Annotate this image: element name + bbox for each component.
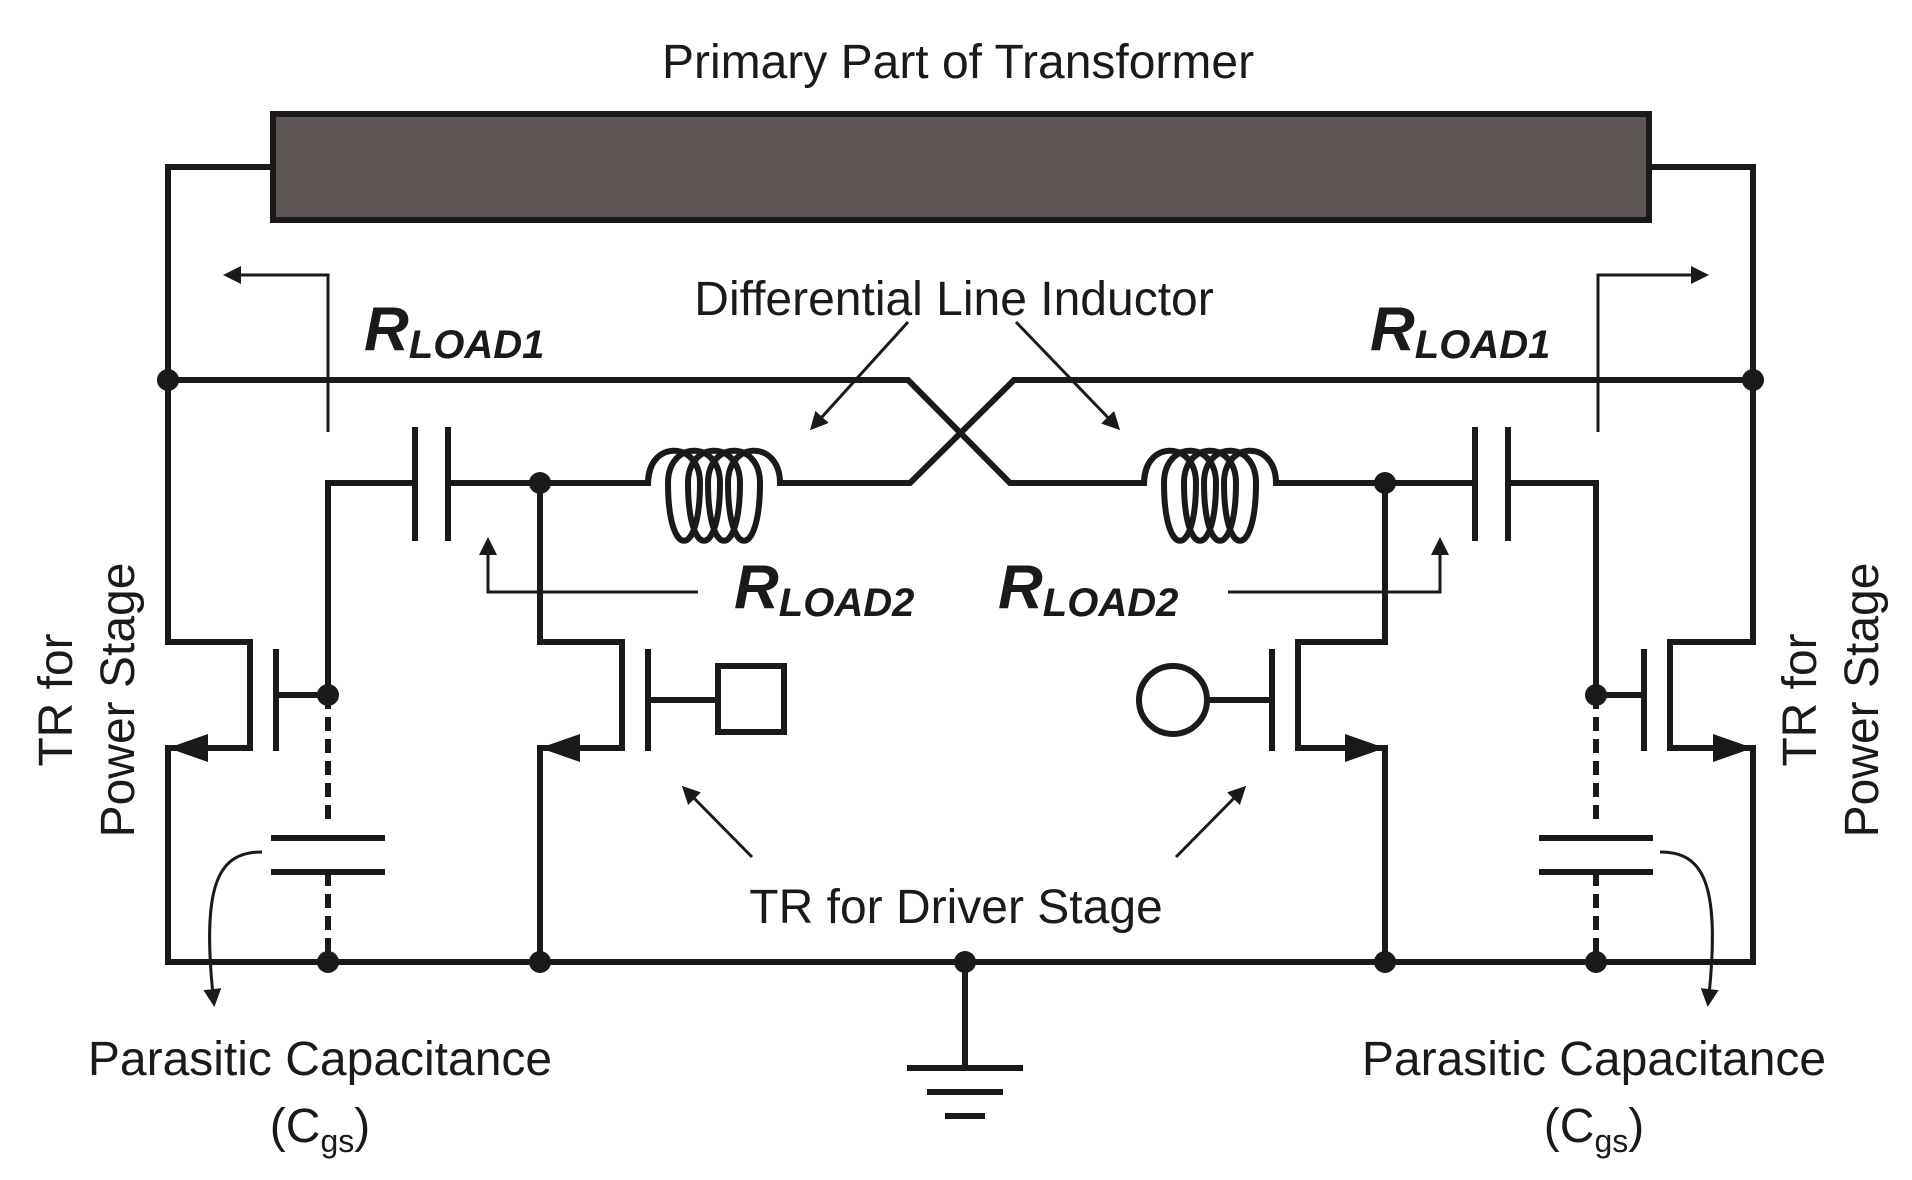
parasitic-right-label: Parasitic Capacitance — [1362, 1033, 1826, 1086]
rload2-left-label: RLOAD2 — [734, 553, 914, 625]
left-parasitic-capacitor — [271, 695, 385, 962]
junction-bottom-1 — [317, 951, 339, 973]
left-driver-transistor — [537, 480, 787, 762]
svg-text:TR for: TR for — [1774, 633, 1827, 766]
inductor-right-arrow — [1014, 320, 1121, 431]
right-coupling-capacitor — [1382, 427, 1599, 698]
rload2-right-label: RLOAD2 — [998, 553, 1178, 625]
transformer-label: Primary Part of Transformer — [662, 36, 1254, 89]
rload1-right-label: RLOAD1 — [1370, 295, 1550, 367]
right-outer-rail — [1646, 164, 1756, 645]
parasitic-left-label: Parasitic Capacitance — [88, 1033, 552, 1086]
top-wire-left — [165, 377, 1089, 486]
junction-bottom-4 — [1585, 951, 1607, 973]
parasitic-left-arrow — [203, 850, 263, 1007]
rload2-right-arrow — [1228, 537, 1449, 594]
inductor-label: Differential Line Inductor — [694, 273, 1213, 326]
left-outer-rail — [165, 164, 276, 645]
svg-text:TR for: TR for — [30, 633, 83, 766]
junction-right-top — [1742, 369, 1764, 391]
left-power-transistor — [165, 639, 331, 762]
driver-left-arrow — [681, 785, 754, 859]
top-wire-right — [827, 377, 1756, 486]
right-inductor — [1083, 447, 1388, 544]
rload1-left-arrow — [223, 266, 330, 432]
junction-bottom-3 — [1374, 951, 1396, 973]
driver-right-arrow — [1174, 785, 1247, 859]
rload2-left-arrow — [479, 537, 698, 594]
right-parasitic-capacitor — [1539, 695, 1653, 962]
power-stage-right-label: TR for Power Stage — [1774, 563, 1889, 838]
svg-text:Power Stage: Power Stage — [1836, 563, 1889, 838]
rload1-left-label: RLOAD1 — [364, 295, 544, 367]
right-power-transistor — [1593, 639, 1756, 762]
right-driver-transistor — [1136, 480, 1388, 762]
svg-text:Power Stage: Power Stage — [92, 563, 145, 838]
inductor-left-arrow — [809, 320, 910, 431]
cgs-right-label: (Cgs) — [1544, 1100, 1644, 1159]
junction-bottom-2 — [529, 951, 551, 973]
junction-left-top — [157, 369, 179, 391]
power-stage-left-label: TR for Power Stage — [30, 563, 145, 838]
transformer-primary — [270, 111, 1652, 223]
parasitic-right-arrow — [1659, 850, 1719, 1007]
cgs-left-label: (Cgs) — [270, 1100, 370, 1159]
left-inductor — [537, 447, 833, 544]
rload1-right-arrow — [1596, 266, 1709, 432]
ground-symbol — [907, 959, 1023, 1119]
left-coupling-capacitor — [325, 427, 543, 698]
driver-stage-label: TR for Driver Stage — [749, 881, 1162, 934]
